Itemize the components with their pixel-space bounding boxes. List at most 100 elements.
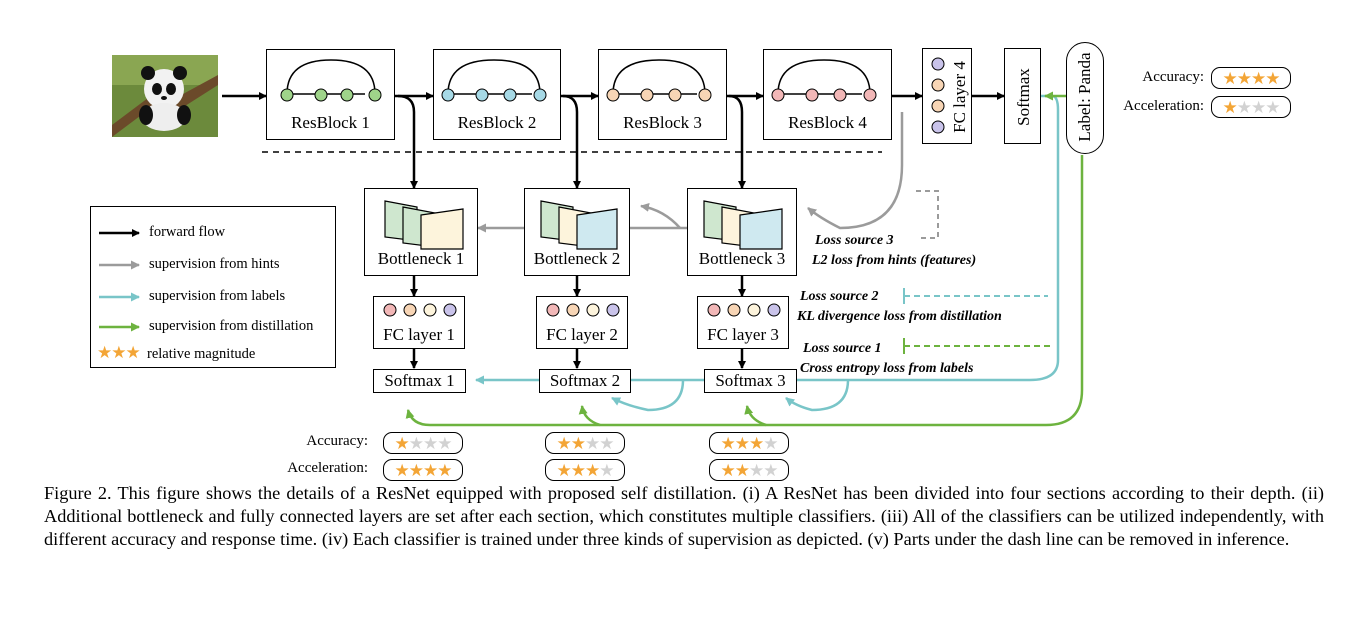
star-empty-icon: ★ — [599, 433, 614, 453]
resblock-label: ResBlock 2 — [457, 113, 537, 132]
resblock-label: ResBlock 1 — [291, 113, 370, 132]
hint-arrow — [640, 202, 681, 229]
loss3-bracket — [916, 190, 939, 239]
softmax-label: Softmax 3 — [715, 371, 786, 390]
legend-stars-icon: ★★★ — [97, 343, 141, 362]
resblock-1: ResBlock 1 — [266, 49, 395, 140]
loss-source-3-desc: L2 loss from hints (features) — [812, 253, 977, 268]
fc-label: FC layer 1 — [383, 325, 455, 344]
label-panda-text: Label: Panda — [1075, 52, 1094, 142]
classifier1-accuracy-rating: ★★★★ — [383, 432, 463, 454]
resblock-label: ResBlock 4 — [788, 113, 867, 132]
star-empty-icon: ★ — [763, 460, 778, 480]
fc-nodes — [931, 57, 945, 134]
star-filled-icon: ★ — [749, 433, 764, 453]
branch-arrow — [397, 94, 418, 189]
softmax-top-label: Softmax — [1014, 68, 1033, 126]
resblock-diagram — [280, 59, 382, 102]
bottleneck-3: Bottleneck 3 — [687, 188, 797, 276]
bottleneck-icon — [384, 200, 464, 250]
bottleneck-2: Bottleneck 2 — [524, 188, 630, 276]
distill-arrow — [405, 155, 1084, 427]
branch-arrow — [562, 94, 581, 189]
star-filled-icon: ★ — [720, 433, 736, 453]
fc-layer-1: FC layer 1 — [373, 296, 465, 349]
star-empty-icon: ★ — [599, 460, 614, 480]
fc-nodes — [707, 303, 781, 317]
branch-arrow — [728, 94, 746, 189]
label-panda: Label: Panda — [1066, 42, 1104, 154]
resblock-diagram — [606, 59, 712, 102]
fc-nodes — [546, 303, 620, 317]
resblock-2: ResBlock 2 — [433, 49, 561, 140]
figure: ResBlock 1 ResBlock 2 ResBlock 3 — [90, 42, 1291, 481]
classifier2-acceleration-rating: ★★★★ — [545, 459, 625, 481]
label-arrow — [611, 379, 685, 412]
classifier3-accuracy-rating: ★★★★ — [709, 432, 789, 454]
star-filled-icon: ★ — [408, 460, 424, 480]
star-filled-icon: ★ — [437, 460, 452, 480]
bottleneck-1: Bottleneck 1 — [364, 188, 478, 276]
legend-item: forward flow — [149, 224, 226, 240]
resblock-diagram — [441, 59, 547, 102]
legend-item: supervision from distillation — [149, 318, 314, 334]
bottleneck-icon — [703, 200, 783, 250]
star-filled-icon: ★ — [570, 433, 586, 453]
star-filled-icon: ★ — [1251, 68, 1266, 88]
fc-layer-4: FC layer 4 — [922, 48, 972, 144]
bottleneck-icon — [540, 200, 618, 250]
star-filled-icon: ★ — [556, 460, 572, 480]
star-filled-icon: ★ — [423, 460, 438, 480]
classifier4-accuracy-rating: ★★★★ — [1211, 67, 1291, 89]
star-filled-icon: ★ — [556, 433, 572, 453]
star-filled-icon: ★ — [1265, 68, 1280, 88]
softmax-3: Softmax 3 — [704, 369, 797, 393]
acceleration-label: Acceleration: — [1123, 98, 1204, 114]
distill-arrow — [744, 405, 767, 427]
star-filled-icon: ★ — [1222, 97, 1238, 117]
fc-layer-3: FC layer 3 — [697, 296, 789, 349]
panda-image — [112, 55, 218, 137]
softmax-1: Softmax 1 — [373, 369, 466, 393]
bottleneck-label: Bottleneck 3 — [698, 249, 786, 268]
accuracy-label: Accuracy: — [1142, 69, 1204, 85]
star-empty-icon: ★ — [585, 433, 600, 453]
star-filled-icon: ★ — [394, 433, 410, 453]
resblock-diagram — [771, 59, 877, 102]
star-filled-icon: ★ — [720, 460, 736, 480]
softmax-label: Softmax 1 — [384, 371, 455, 390]
star-empty-icon: ★ — [408, 433, 424, 453]
star-empty-icon: ★ — [763, 433, 778, 453]
loss-source-3: Loss source 3 — [815, 233, 894, 248]
star-empty-icon: ★ — [423, 433, 438, 453]
fc-label: FC layer 3 — [707, 325, 779, 344]
resblock-4: ResBlock 4 — [763, 49, 892, 140]
star-empty-icon: ★ — [1236, 97, 1252, 117]
star-filled-icon: ★ — [1236, 68, 1252, 88]
legend-item: relative magnitude — [147, 346, 256, 362]
loss-source-1-desc: Cross entropy loss from labels — [800, 361, 974, 376]
fc4-label: FC layer 4 — [950, 61, 969, 133]
loss-source-2: Loss source 2 — [800, 289, 879, 304]
distill-arrow — [578, 405, 601, 427]
loss-source-2-desc: KL divergence loss from distillation — [797, 309, 1002, 324]
classifier4-acceleration-rating: ★★★★ — [1211, 96, 1291, 118]
fc-layer-2: FC layer 2 — [536, 296, 628, 349]
star-empty-icon: ★ — [749, 460, 764, 480]
classifier3-acceleration-rating: ★★★★ — [709, 459, 789, 481]
legend-swatches — [99, 229, 140, 332]
accuracy-label: Accuracy: — [306, 433, 368, 449]
hint-arrow — [807, 112, 904, 230]
star-filled-icon: ★ — [734, 460, 750, 480]
fc-label: FC layer 2 — [546, 325, 618, 344]
star-filled-icon: ★ — [734, 433, 750, 453]
softmax-top: Softmax — [1004, 48, 1041, 144]
star-empty-icon: ★ — [437, 433, 452, 453]
star-empty-icon: ★ — [1251, 97, 1266, 117]
acceleration-label: Acceleration: — [287, 460, 368, 476]
star-filled-icon: ★ — [394, 460, 410, 480]
fc-nodes — [383, 303, 457, 317]
star-filled-icon: ★ — [570, 460, 586, 480]
loss-source-1: Loss source 1 — [803, 341, 882, 356]
legend: forward flow supervision from hints supe… — [90, 206, 336, 368]
